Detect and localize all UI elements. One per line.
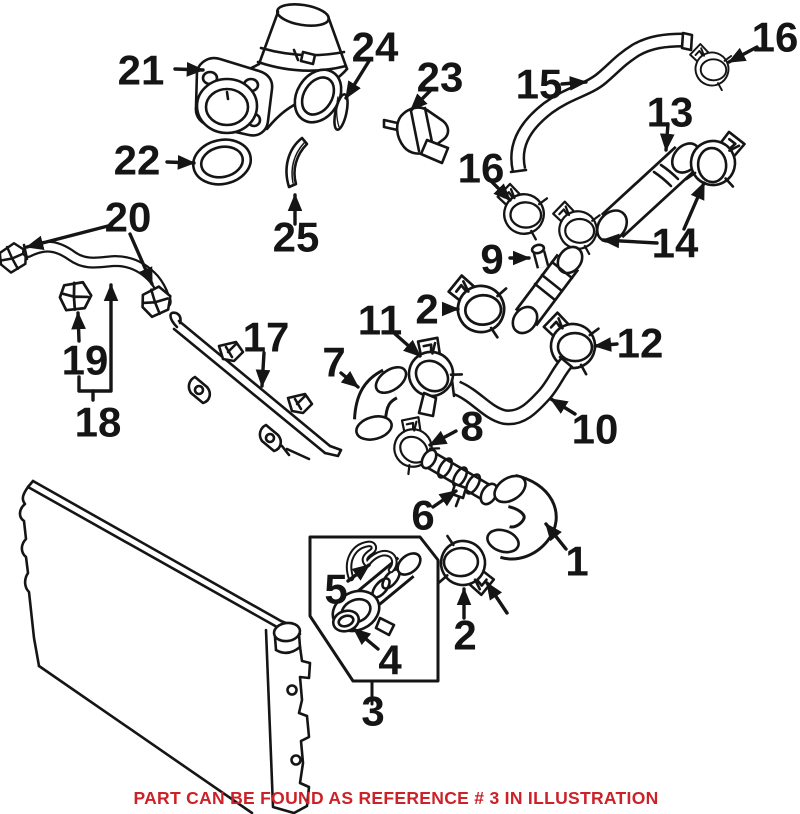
clamp-2-upper-drawing xyxy=(439,272,513,339)
callout-4: 4 xyxy=(378,637,402,684)
clamp-11-strap-drawing xyxy=(417,391,438,418)
callout-arrow-21 xyxy=(173,62,205,77)
retainer-clip-20b-drawing xyxy=(138,283,175,320)
retainer-clip-19-drawing xyxy=(56,277,95,316)
callout-5: 5 xyxy=(324,566,347,613)
clamp-14-upper-drawing xyxy=(684,123,748,193)
thermostat-kit-box-drawing xyxy=(308,535,440,683)
callout-1: 1 xyxy=(565,538,588,585)
callout-arrow-23 xyxy=(409,88,433,112)
callout-arrow-7 xyxy=(339,371,360,389)
o-ring-4-drawing xyxy=(331,609,361,633)
hose-15-drawing xyxy=(509,31,694,174)
callout-arrow-14-left xyxy=(601,233,659,249)
callout-arrow-16-mid xyxy=(489,179,512,202)
callout-17: 17 xyxy=(243,314,290,361)
callout-2-lower: 2 xyxy=(453,612,476,659)
heater-pipe-drawing xyxy=(0,239,175,320)
callout-arrow-11 xyxy=(392,331,422,358)
hose-10-drawing xyxy=(450,355,574,426)
callout-9: 9 xyxy=(480,236,503,283)
callout-6: 6 xyxy=(411,492,434,539)
o-ring-22-drawing xyxy=(191,138,253,186)
callout-arrow-4 xyxy=(352,627,380,651)
callout-22: 22 xyxy=(114,137,161,184)
t-connector-9-drawing xyxy=(511,243,584,335)
callout-arrow-6 xyxy=(431,489,458,509)
callout-arrow-1 xyxy=(544,522,568,551)
callout-24: 24 xyxy=(352,24,399,71)
callout-8: 8 xyxy=(460,403,483,450)
gasket-25-drawing xyxy=(285,136,309,189)
callout-arrow-5 xyxy=(346,563,371,583)
radiator-drawing xyxy=(18,479,312,814)
arrows-layer xyxy=(25,45,759,706)
callout-25: 25 xyxy=(273,214,320,261)
callout-10: 10 xyxy=(572,406,619,453)
callout-15: 15 xyxy=(516,61,563,108)
callout-19: 19 xyxy=(62,337,109,384)
callout-arrow-20-left xyxy=(25,224,110,251)
caption-text: PART CAN BE FOUND AS REFERENCE # 3 IN IL… xyxy=(133,788,658,808)
seal-24-drawing xyxy=(333,93,349,131)
callouts-layer: 21 22 24 23 25 15 16 13 14 16 9 20 2 11 … xyxy=(62,14,799,735)
callout-18: 18 xyxy=(75,399,122,446)
callout-arrow-20-right xyxy=(128,232,154,286)
callout-arrow-10 xyxy=(549,397,577,416)
callout-arrow-17 xyxy=(255,351,271,388)
callout-arrow-12 xyxy=(593,337,619,352)
callout-arrow-19 xyxy=(71,311,86,343)
callout-arrow-16-top xyxy=(727,45,759,64)
callout-12: 12 xyxy=(617,320,664,367)
callout-21: 21 xyxy=(118,47,165,94)
callout-arrow-13 xyxy=(659,122,675,152)
thermostat-housing-drawing xyxy=(194,3,349,137)
callout-20: 20 xyxy=(105,194,152,241)
callout-2-upper: 2 xyxy=(415,286,438,333)
callout-13: 13 xyxy=(647,89,694,136)
callout-arrow-18 xyxy=(77,283,119,393)
callout-arrow-2-lower-secondary xyxy=(485,581,509,615)
callout-16-mid: 16 xyxy=(458,145,505,192)
callout-arrow-22 xyxy=(165,155,196,170)
bracket-17-drawing xyxy=(169,311,343,461)
callout-arrow-15 xyxy=(560,76,588,91)
hose-1-drawing xyxy=(486,473,558,561)
callout-11: 11 xyxy=(358,297,402,344)
pipe-6-drawing xyxy=(420,448,499,508)
callout-14: 14 xyxy=(652,220,699,267)
callout-7: 7 xyxy=(322,339,345,386)
callout-arrow-14-right xyxy=(682,181,706,231)
callout-arrow-8 xyxy=(428,429,458,447)
sensor-23-drawing xyxy=(382,106,450,165)
callout-arrow-24 xyxy=(344,59,371,100)
callout-23: 23 xyxy=(417,54,464,101)
callout-16-top: 16 xyxy=(752,14,799,61)
hose-7-drawing xyxy=(353,365,408,441)
callout-3: 3 xyxy=(361,688,384,735)
